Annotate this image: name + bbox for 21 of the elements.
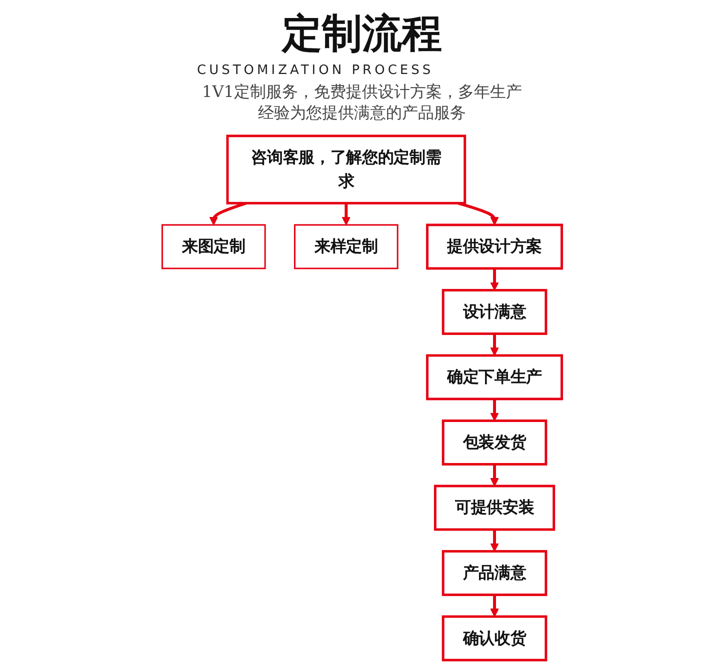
node-box: 包装发货 bbox=[442, 420, 548, 466]
arrow bbox=[490, 399, 499, 422]
node-box: 来样定制 bbox=[294, 224, 398, 270]
description-text: 1V1定制服务，免费提供设计方案，多年生产经验为您提供满意的产品服务 bbox=[201, 82, 523, 124]
node-box: 来图定制 bbox=[161, 224, 266, 270]
node-box: 设计满意 bbox=[442, 288, 548, 335]
node-box: 产品满意 bbox=[442, 550, 548, 596]
arrow bbox=[490, 464, 499, 486]
arrow bbox=[490, 594, 499, 617]
arrow bbox=[458, 202, 499, 226]
title: 定制流程 bbox=[282, 10, 442, 59]
arrow bbox=[490, 334, 499, 356]
node-box: 确认收货 bbox=[442, 615, 548, 662]
subtitle: CUSTOMIZATION PROCESS bbox=[197, 63, 435, 78]
node-box: 确定下单生产 bbox=[426, 354, 564, 400]
node-box: 可提供安装 bbox=[434, 484, 556, 531]
arrow bbox=[490, 268, 499, 291]
arrow bbox=[342, 203, 351, 226]
arrow bbox=[490, 530, 499, 552]
node-box: 咨询客服，了解您的定制需求 bbox=[226, 134, 466, 204]
node-box: 提供设计方案 bbox=[426, 224, 564, 270]
